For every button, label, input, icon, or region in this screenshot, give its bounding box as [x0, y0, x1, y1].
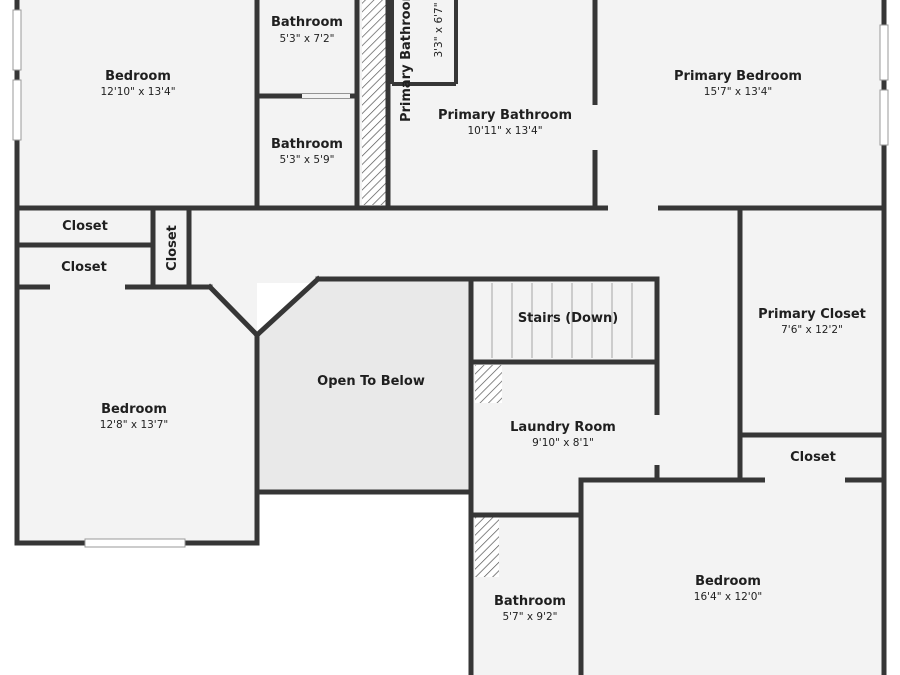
bedroom-top-left-name: Bedroom — [105, 69, 171, 84]
stairs-name: Stairs (Down) — [518, 311, 618, 326]
primary-closet-dim: 7'6" x 12'2" — [781, 324, 843, 336]
openings — [12, 9, 889, 548]
door-gap-bath — [302, 94, 350, 98]
open-to-below-name: Open To Below — [317, 374, 425, 389]
primary-bathroom-name: Primary Bathroom — [438, 108, 572, 123]
hatch-shaft-top — [362, 0, 386, 205]
bedroom-bottom-right-name: Bedroom — [695, 574, 761, 589]
primary-bathroom-small-name: Primary Bathroom — [399, 0, 414, 122]
primary-closet-name: Primary Closet — [758, 307, 866, 322]
floor-bedroom-bottom-right — [581, 480, 884, 675]
bedroom-left-dim: 12'8" x 13'7" — [100, 419, 168, 431]
door-gap-laundry — [654, 415, 660, 465]
floor-stairs-area — [471, 279, 742, 480]
primary-bedroom-dim: 15'7" x 13'4" — [704, 86, 772, 98]
room-labels: Bedroom 12'10" x 13'4" Bathroom 5'3" x 7… — [61, 0, 866, 623]
bedroom-left-name: Bedroom — [101, 402, 167, 417]
door-gap-primary — [592, 105, 598, 150]
closet-1-name: Closet — [62, 219, 108, 234]
door-gap-hall — [608, 205, 658, 211]
stairs-treads — [491, 283, 633, 358]
bathroom-top-dim: 5'3" x 7'2" — [279, 33, 334, 45]
door-gap-bedroom-left — [50, 284, 125, 290]
laundry-room-dim: 9'10" x 8'1" — [532, 437, 594, 449]
floor-areas — [17, 0, 884, 675]
closet-2-name: Closet — [61, 260, 107, 275]
bedroom-bottom-right-dim: 16'4" x 12'0" — [694, 591, 762, 603]
floor-laundry-lower — [471, 480, 581, 515]
laundry-room-name: Laundry Room — [510, 420, 616, 435]
bathroom-bottom-name: Bathroom — [494, 594, 566, 609]
bathroom-bottom-dim: 5'7" x 9'2" — [502, 611, 557, 623]
floor-open-to-below — [257, 279, 471, 492]
door-gap-closet-right — [765, 477, 845, 483]
floor-primary-closet — [740, 208, 884, 480]
bedroom-top-left-dim: 12'10" x 13'4" — [100, 86, 175, 98]
bathroom-mid-dim: 5'3" x 5'9" — [279, 154, 334, 166]
bathroom-top-name: Bathroom — [271, 15, 343, 30]
floor-upper — [17, 0, 884, 210]
primary-bathroom-dim: 10'11" x 13'4" — [467, 125, 542, 137]
primary-bathroom-small-dim: 3'3" x 6'7" — [433, 2, 445, 57]
closet-vertical-name: Closet — [165, 225, 180, 271]
closet-right-name: Closet — [790, 450, 836, 465]
floor-bedroom-left — [17, 283, 257, 543]
bathroom-mid-name: Bathroom — [271, 137, 343, 152]
hatch-shaft-bath — [475, 517, 499, 577]
primary-bedroom-name: Primary Bedroom — [674, 69, 802, 84]
hatch-shaft-laundry — [475, 365, 502, 403]
